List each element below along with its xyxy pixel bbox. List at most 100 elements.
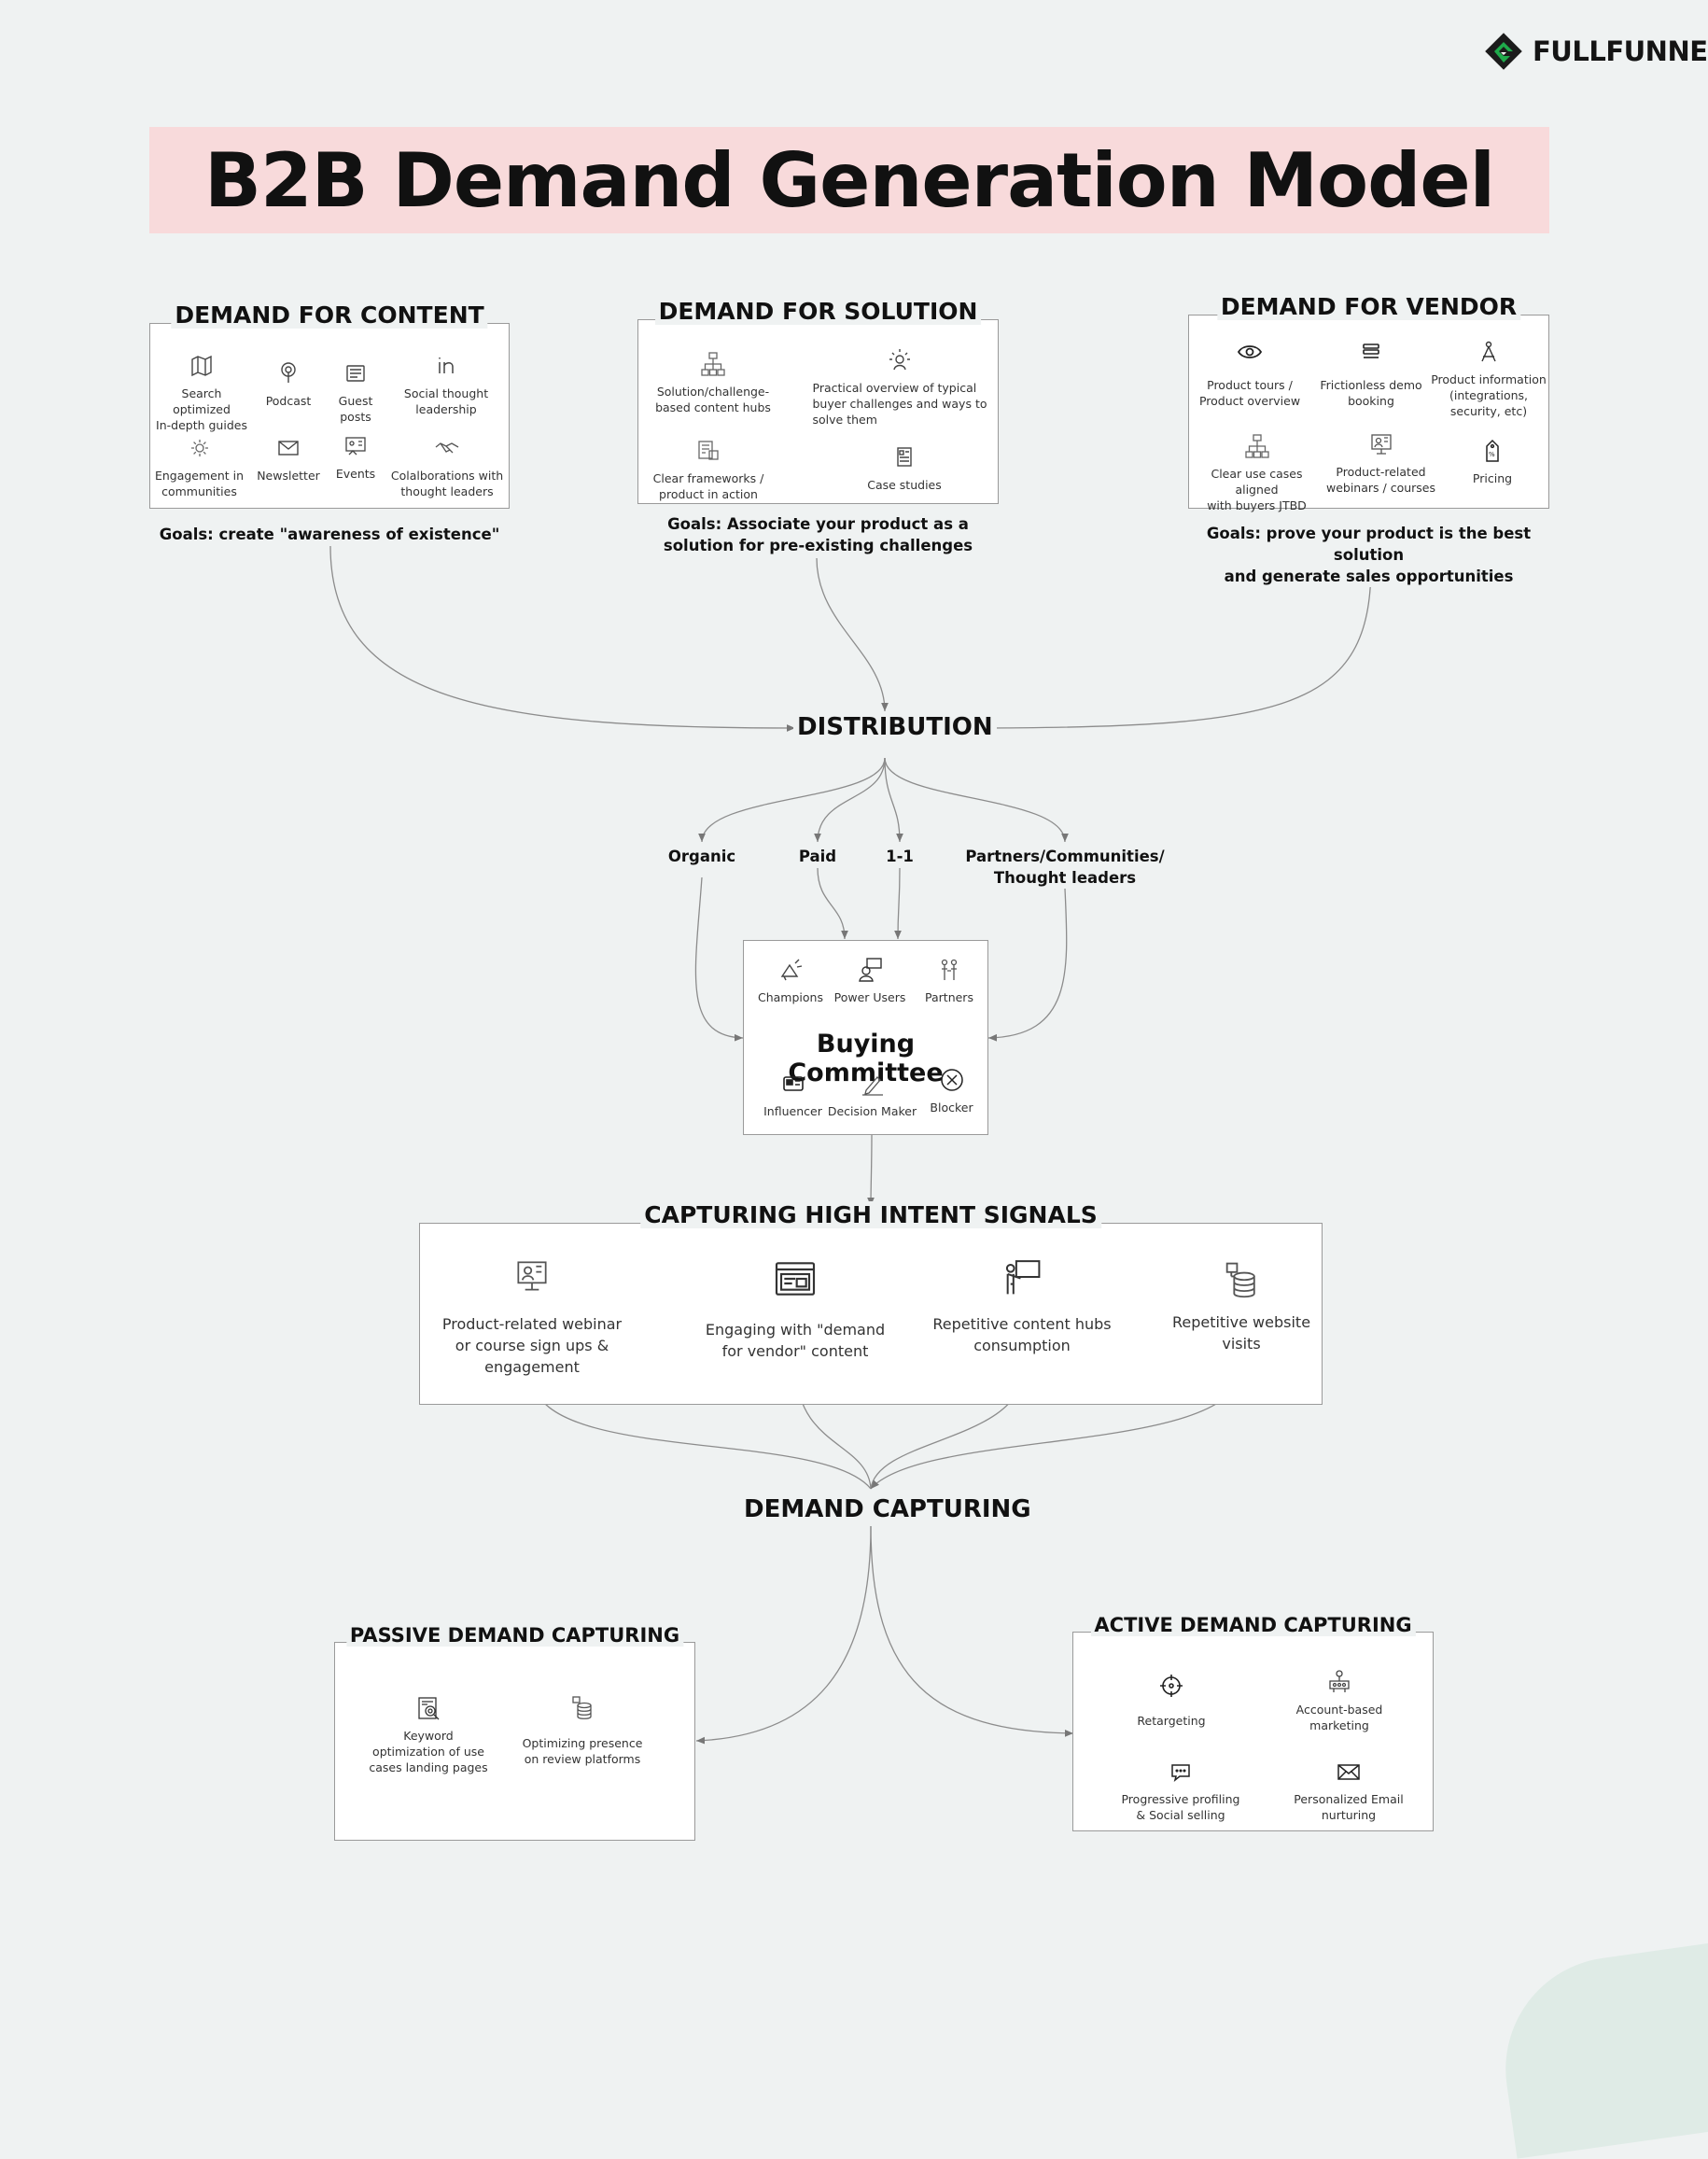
framework-icon bbox=[698, 441, 719, 460]
signals-title: CAPTURING HIGH INTENT SIGNALS bbox=[640, 1201, 1101, 1228]
mail-icon bbox=[278, 441, 299, 456]
passive-item: Keyword optimization of use cases landin… bbox=[363, 1694, 494, 1775]
passive-title: PASSIVE DEMAND CAPTURING bbox=[345, 1624, 684, 1647]
content-item: Search optimized In-depth guides bbox=[155, 352, 248, 433]
vendor-title: DEMAND FOR VENDOR bbox=[1216, 293, 1521, 320]
channel-partners: Partners/Communities/ Thought leaders bbox=[965, 848, 1165, 887]
role-item: Power Users bbox=[828, 956, 912, 1005]
svg-text:%: % bbox=[1489, 451, 1495, 458]
wire-committee-signals bbox=[867, 1133, 875, 1207]
content-item: Podcast bbox=[251, 359, 326, 409]
signal-item: Product-related webinar or course sign u… bbox=[420, 1255, 644, 1378]
user-chat-icon bbox=[859, 958, 882, 982]
wire-dist-paid bbox=[814, 757, 886, 843]
browser-icon bbox=[775, 1262, 816, 1296]
active-box: ACTIVE DEMAND CAPTURING Retargeting Acco… bbox=[1072, 1614, 1434, 1831]
wire-organic-committee bbox=[694, 876, 744, 1042]
seo-icon bbox=[418, 1697, 440, 1720]
presenter-icon bbox=[1005, 1260, 1041, 1295]
signal-item: Engaging with "demand for vendor" conten… bbox=[683, 1255, 907, 1362]
active-item: Retargeting bbox=[1101, 1672, 1241, 1729]
hub-icon bbox=[701, 352, 725, 376]
linkedin-icon bbox=[439, 357, 454, 373]
solution-goal: Goals: Associate your product as a solut… bbox=[637, 513, 999, 556]
wire-dist-partners bbox=[884, 757, 1069, 843]
buying-committee-title: Buying Committee bbox=[788, 1030, 944, 1087]
content-item: Engagement in communities bbox=[150, 434, 248, 499]
buying-committee-box: Champions Power Users Partners Buying Co… bbox=[743, 940, 988, 1135]
title-banner: B2B Demand Generation Model bbox=[149, 127, 1549, 233]
wire-dist-organic bbox=[698, 757, 886, 843]
content-item: Newsletter bbox=[251, 434, 326, 484]
target-icon bbox=[1160, 1675, 1183, 1697]
content-item: Colalborations with thought leaders bbox=[385, 434, 509, 499]
compass-icon bbox=[1481, 341, 1496, 362]
passive-item: Optimizing presence on review platforms bbox=[517, 1694, 648, 1767]
megaphone-icon bbox=[780, 959, 803, 981]
eye-icon bbox=[1237, 345, 1263, 358]
signals-box: CAPTURING HIGH INTENT SIGNALS Product-re… bbox=[419, 1201, 1323, 1405]
content-item: Events bbox=[328, 432, 384, 482]
pen-icon bbox=[861, 1076, 883, 1096]
active-item: Account-based marketing bbox=[1269, 1668, 1409, 1733]
events-icon bbox=[345, 437, 366, 456]
partners-icon bbox=[941, 959, 958, 980]
channel-organic: Organic bbox=[667, 848, 736, 865]
content-title: DEMAND FOR CONTENT bbox=[171, 301, 488, 329]
vendor-box: DEMAND FOR VENDOR Product tours / Produc… bbox=[1188, 293, 1549, 512]
gear-icon bbox=[190, 440, 208, 456]
signal-item: Repetitive website visits bbox=[1129, 1259, 1353, 1354]
wire-1-1-committee bbox=[894, 867, 902, 940]
role-item: Influencer bbox=[753, 1070, 833, 1119]
content-item: Social thought leadership bbox=[385, 352, 507, 417]
solution-item: Clear frameworks / product in action bbox=[643, 437, 774, 502]
influencer-icon bbox=[782, 1076, 804, 1091]
page-title: B2B Demand Generation Model bbox=[203, 136, 1495, 224]
ideas-icon bbox=[889, 349, 910, 371]
content-box: DEMAND FOR CONTENT Search optimized In-d… bbox=[149, 301, 510, 509]
brand-logo: FULLFUNNEL bbox=[1482, 28, 1708, 75]
solution-box: DEMAND FOR SOLUTION Solution/challenge- … bbox=[637, 298, 999, 504]
podcast-icon bbox=[281, 362, 296, 383]
wire-vendor-distribution bbox=[970, 564, 1372, 732]
solution-item: Case studies bbox=[834, 443, 974, 493]
vendor-item: Frictionless demo booking bbox=[1310, 338, 1432, 409]
content-goal: Goals: create "awareness of existence" bbox=[149, 524, 510, 545]
active-item: Personalized Email nurturing bbox=[1269, 1758, 1428, 1823]
channel-paid: Paid bbox=[798, 848, 837, 865]
database-icon bbox=[1225, 1262, 1255, 1298]
distribution-node: DISTRIBUTION bbox=[793, 713, 997, 741]
vendor-goal: Goals: prove your product is the best so… bbox=[1188, 523, 1549, 587]
price-tag-icon: % bbox=[1486, 439, 1499, 462]
solution-item: Solution/challenge- based content hubs bbox=[643, 350, 783, 415]
solution-title: DEMAND FOR SOLUTION bbox=[654, 298, 982, 325]
active-title: ACTIVE DEMAND CAPTURING bbox=[1090, 1614, 1416, 1636]
role-item: Decision Maker bbox=[823, 1070, 921, 1119]
list-icon bbox=[1363, 343, 1379, 358]
vendor-item: % Pricing bbox=[1441, 437, 1544, 486]
flow-connectors bbox=[329, 545, 1372, 1745]
wire-solution-distribution bbox=[816, 557, 889, 712]
wire-dist-1-1 bbox=[884, 757, 903, 843]
role-item: Champions bbox=[753, 956, 828, 1005]
channel-1-1: 1-1 bbox=[886, 848, 914, 865]
content-item: Guest posts bbox=[328, 359, 384, 425]
passive-box: PASSIVE DEMAND CAPTURING Keyword optimiz… bbox=[334, 1624, 695, 1841]
vendor-item: Product tours / Product overview bbox=[1189, 338, 1310, 409]
fullfunnel-logo-icon bbox=[1482, 30, 1525, 73]
solution-item: Practical overview of typical buyer chal… bbox=[806, 346, 993, 428]
database-icon bbox=[572, 1696, 592, 1719]
document-icon bbox=[897, 447, 912, 467]
demand-capturing-node: DEMAND CAPTURING bbox=[740, 1495, 1035, 1523]
wire-signal1-capturing bbox=[531, 1376, 872, 1490]
wire-paid-committee bbox=[817, 867, 848, 940]
map-icon bbox=[191, 355, 212, 377]
active-item: Progressive profiling & Social selling bbox=[1101, 1758, 1260, 1823]
abm-icon bbox=[1329, 1670, 1350, 1692]
webinar-icon bbox=[517, 1261, 547, 1291]
vendor-item: Product information (integrations, secur… bbox=[1430, 338, 1547, 419]
wire-partners-committee bbox=[987, 888, 1068, 1042]
mail-icon bbox=[1337, 1764, 1360, 1780]
vendor-item: Product-related webinars / courses bbox=[1318, 430, 1444, 496]
article-icon bbox=[346, 365, 365, 382]
